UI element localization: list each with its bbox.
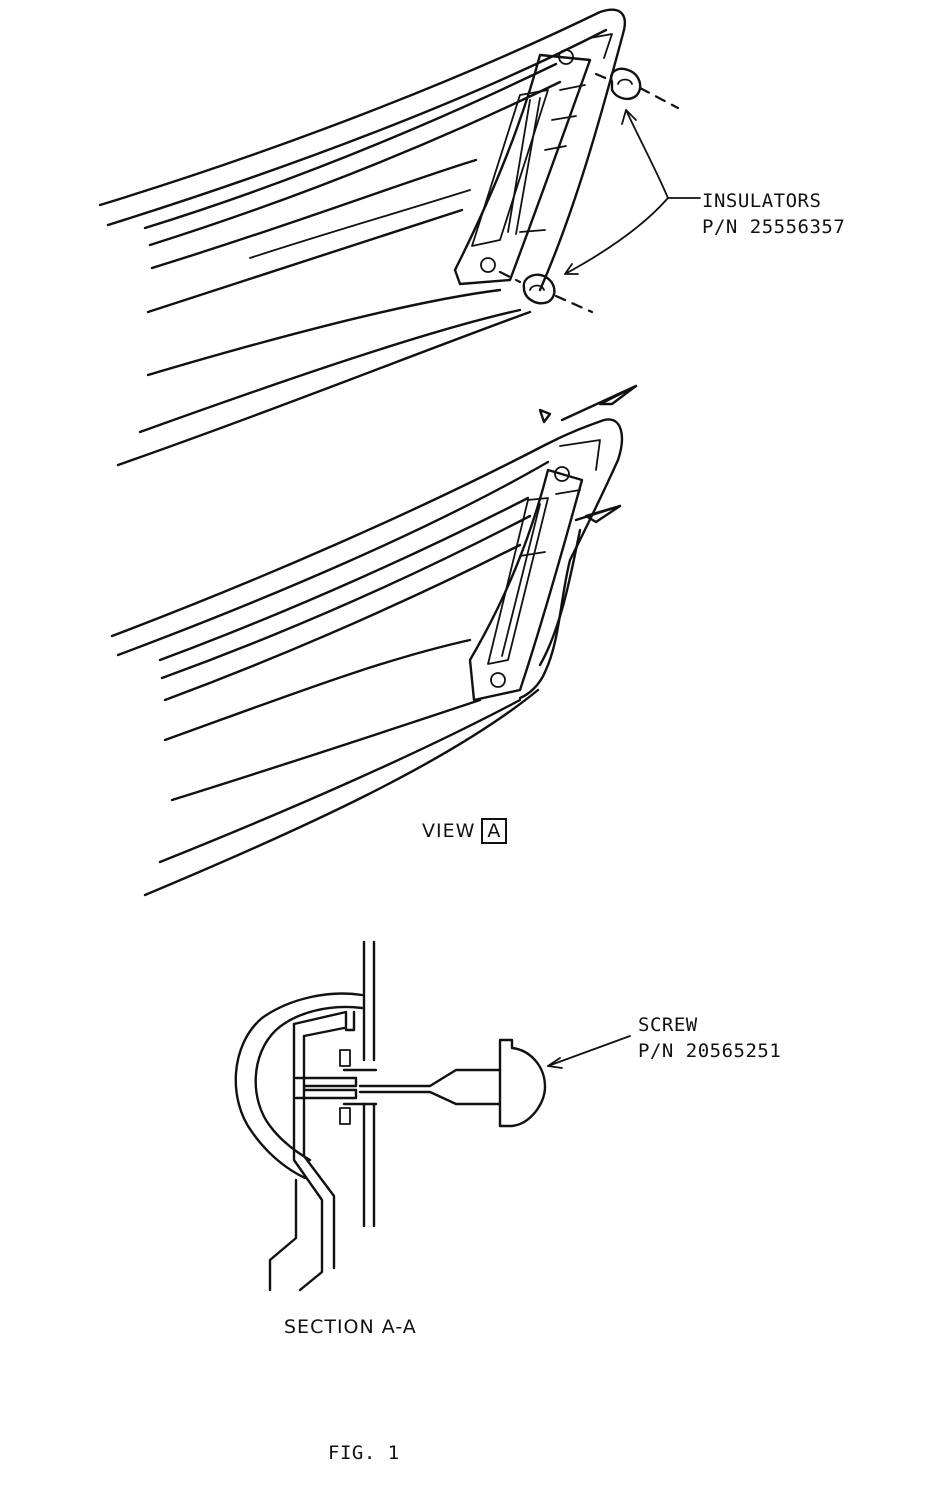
screw-part-number: P/N 20565251	[638, 1040, 782, 1062]
insulators-part-number: P/N 25556357	[702, 216, 846, 238]
section-a-a-label: SECTION A-A	[284, 1316, 417, 1338]
screw-drawing	[358, 1038, 547, 1128]
section-a-a-drawing	[234, 940, 631, 1292]
figure-label: FIG. 1	[328, 1442, 400, 1464]
top-grille-drawing	[98, 8, 701, 467]
insulator-lower	[498, 270, 594, 314]
insulator-upper	[594, 67, 680, 110]
insulators-callout: INSULATORS P/N 25556357	[702, 188, 845, 240]
screw-callout: SCREW P/N 20565251	[638, 1012, 781, 1064]
view-tag-box: A	[481, 818, 508, 844]
screw-name: SCREW	[638, 1014, 698, 1036]
insulators-name: INSULATORS	[702, 190, 822, 212]
view-a-drawing	[110, 384, 638, 897]
view-label-text: VIEW	[422, 820, 476, 842]
